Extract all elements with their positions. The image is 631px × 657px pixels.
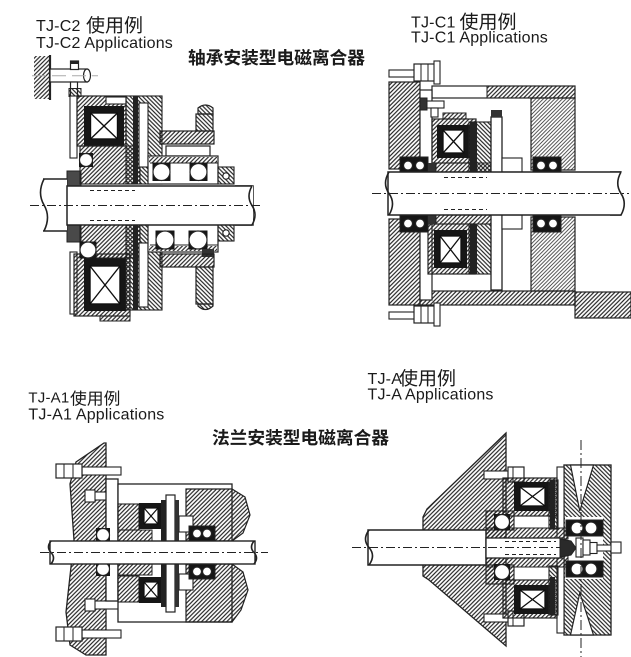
svg-text:TJ-C2: TJ-C2 [36,18,81,35]
svg-text:TJ-C1: TJ-C1 [411,15,456,32]
svg-text:TJ-C2 Applications: TJ-C2 Applications [36,35,173,52]
svg-text:TJ-A1 Applications: TJ-A1 Applications [28,407,164,424]
svg-text:TJ-A1: TJ-A1 [28,390,69,407]
svg-text:TJ-C1 Applications: TJ-C1 Applications [411,30,548,47]
svg-text:TJ-A Applications: TJ-A Applications [368,387,494,404]
svg-text:TJ-A: TJ-A [368,371,403,388]
